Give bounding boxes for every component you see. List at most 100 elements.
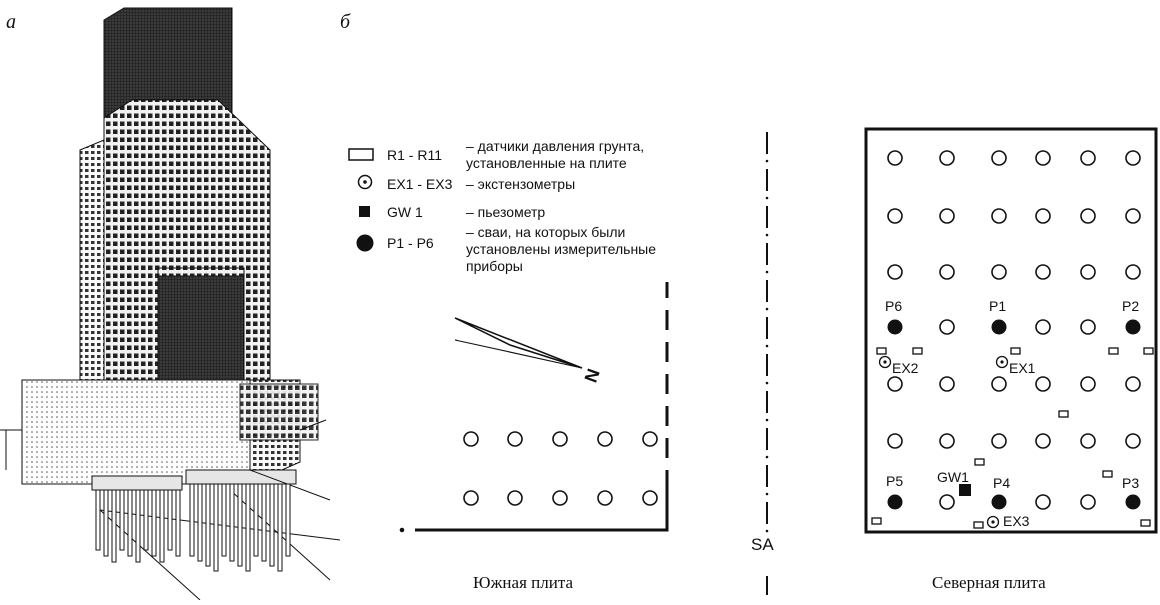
pile-circle — [1125, 150, 1141, 166]
pile-circle — [1035, 494, 1051, 510]
pile-circle — [552, 490, 568, 506]
pile-shaft — [269, 483, 275, 567]
pile-circle — [887, 208, 903, 224]
piezometer-gw1 — [959, 484, 971, 496]
north-plate-piles — [887, 150, 1141, 510]
pile-circle — [939, 494, 955, 510]
pile-circle — [1080, 319, 1096, 335]
pile-circle — [887, 264, 903, 280]
pile-circle — [1080, 376, 1096, 392]
legend-desc-4b: установлены измерительные — [466, 241, 656, 257]
pile-circle — [939, 376, 955, 392]
pile-circle — [1035, 319, 1051, 335]
label-p2: P2 — [1122, 298, 1139, 314]
sensor-r — [973, 521, 984, 529]
legend-desc-4a: – сваи, на которых были — [466, 224, 625, 240]
pile-circle — [991, 433, 1007, 449]
pile-circle — [991, 264, 1007, 280]
pile-shaft — [245, 483, 251, 572]
pile-p6 — [887, 319, 903, 335]
pile-circle — [1035, 264, 1051, 280]
pile-p1 — [991, 319, 1007, 335]
ex3-icon-center — [991, 520, 995, 524]
pile-circle — [939, 264, 955, 280]
pile-shaft — [221, 483, 227, 557]
pile-shaft — [159, 489, 165, 563]
sensor-r — [1143, 347, 1154, 355]
legend-desc-4c: приборы — [466, 258, 523, 274]
label-ex2: EX2 — [892, 360, 919, 376]
pile-circle — [1080, 433, 1096, 449]
pile-circle — [1080, 150, 1096, 166]
pile-circle — [642, 431, 658, 447]
pile-shaft — [111, 489, 117, 563]
pile-circle — [642, 490, 658, 506]
pile-circle — [463, 431, 479, 447]
pile-circle — [1080, 494, 1096, 510]
north-arrow-icon: N — [454, 317, 604, 385]
north-label: N — [581, 366, 604, 385]
tower-side — [79, 139, 105, 389]
pile-circle — [991, 376, 1007, 392]
pile-shaft — [189, 483, 195, 557]
pile-circle — [597, 431, 613, 447]
pile-circle — [1125, 433, 1141, 449]
pile-circle — [1125, 264, 1141, 280]
pile-circle — [887, 376, 903, 392]
pile-p5 — [887, 494, 903, 510]
ex1-icon-center — [1000, 360, 1004, 364]
sensor-r — [871, 517, 882, 525]
pile-circle — [1035, 376, 1051, 392]
pile-circle — [1125, 376, 1141, 392]
legend-desc-1b: установленные на плите — [466, 155, 627, 171]
panel-a-label: а — [6, 11, 16, 33]
label-ex3: EX3 — [1003, 513, 1030, 529]
label-gw1: GW1 — [937, 469, 969, 485]
label-p6: P6 — [885, 298, 902, 314]
south-plate-piles — [463, 431, 658, 506]
sensor-r — [1102, 470, 1113, 478]
tower-opening — [157, 275, 245, 387]
caption-south-plate: Южная плита — [473, 573, 573, 592]
symmetry-axis — [765, 132, 769, 605]
sensor-r — [974, 458, 985, 466]
building-illustration — [0, 7, 341, 601]
legend-code-4: P1 - P6 — [387, 235, 434, 251]
label-p3: P3 — [1122, 475, 1139, 491]
pile-shaft — [175, 489, 181, 557]
podium — [21, 379, 251, 485]
sensor-r — [1108, 347, 1119, 355]
ex2-icon-center — [883, 360, 887, 364]
pile-shaft — [127, 489, 133, 557]
pile-shaft — [197, 483, 203, 562]
pile-circle — [597, 490, 613, 506]
pile-shaft — [213, 483, 219, 572]
sensor-r — [876, 347, 887, 355]
pile-shaft — [143, 489, 149, 551]
pile-p4 — [991, 494, 1007, 510]
legend: R1 - R11 – датчики давления грунта, уста… — [348, 138, 656, 274]
pile-circle — [1125, 208, 1141, 224]
pile-circle — [991, 208, 1007, 224]
pile-circle — [939, 433, 955, 449]
label-p4: P4 — [993, 475, 1010, 491]
pile-shaft — [103, 489, 109, 557]
pile-circle — [939, 319, 955, 335]
legend-desc-1a: – датчики давления грунта, — [466, 138, 644, 154]
label-p5: P5 — [886, 473, 903, 489]
pile-shaft — [285, 483, 291, 557]
pile-shaft — [151, 489, 157, 557]
legend-desc-3: – пьезометр — [466, 204, 545, 220]
instrumented-piles: P6 P1 P2 P5 P4 P3 — [885, 298, 1141, 510]
pile-circle — [887, 433, 903, 449]
legend-code-2: EX1 - EX3 — [387, 176, 453, 192]
north-plate-outline — [864, 127, 1158, 534]
pile-shaft — [135, 489, 141, 563]
sensor-r — [1058, 410, 1069, 418]
pile-shaft — [261, 483, 267, 562]
pile-circle — [1035, 208, 1051, 224]
pile-shaft — [237, 483, 243, 567]
pile-shaft — [167, 489, 173, 551]
piles-group — [95, 483, 291, 572]
pile-p3 — [1125, 494, 1141, 510]
